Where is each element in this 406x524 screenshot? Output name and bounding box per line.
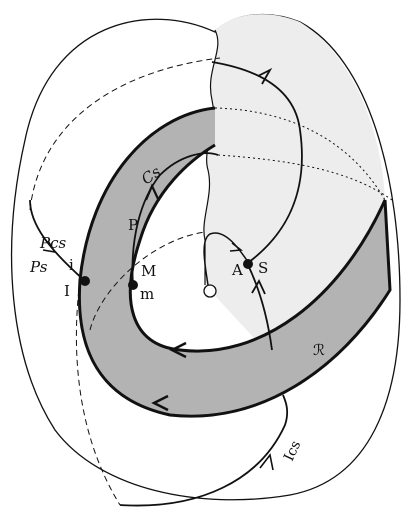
label-s: S xyxy=(258,259,268,277)
label-i-upper: I xyxy=(64,282,70,300)
point-s xyxy=(243,259,253,269)
source-circle xyxy=(204,285,216,297)
label-r: ℛ xyxy=(313,341,325,359)
label-p: P xyxy=(128,216,138,234)
point-i xyxy=(80,276,90,286)
label-ics: Ics xyxy=(281,438,304,463)
label-m-lower: m xyxy=(140,285,154,303)
label-pcs: Pcs xyxy=(39,234,66,252)
label-m-upper: M xyxy=(141,262,156,280)
label-ps: Ps xyxy=(29,258,48,276)
ics-arrow xyxy=(260,455,273,470)
label-i-lower: i xyxy=(69,256,74,274)
label-a: A xyxy=(231,261,243,279)
point-m xyxy=(128,280,138,290)
